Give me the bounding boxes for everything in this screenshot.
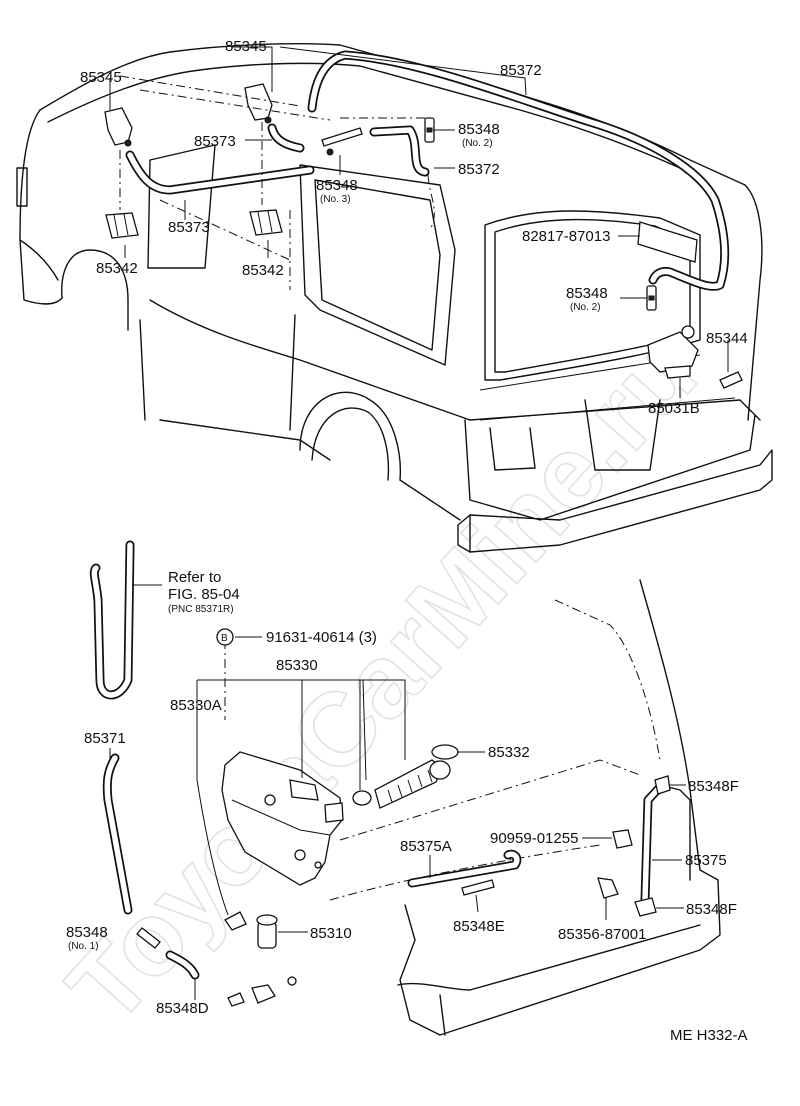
nozzle-left xyxy=(104,107,133,147)
label-85348d: 85348D xyxy=(156,1000,209,1017)
label-91631-40614: 91631-40614 (3) xyxy=(266,629,377,646)
label-85356-87001: 85356-87001 xyxy=(558,926,646,943)
callouts-top: 85345 85345 85372 85373 85348 (No. 2) 85… xyxy=(80,38,748,417)
nozzle-right xyxy=(244,83,273,124)
label-85342-left: 85342 xyxy=(96,260,138,277)
washer-hose-front xyxy=(125,123,430,195)
washer-hose-roof xyxy=(307,50,730,291)
label-85330a: 85330A xyxy=(170,697,222,714)
tank-cap xyxy=(431,744,485,760)
label-85372-top: 85372 xyxy=(500,62,542,79)
callouts-bottom: Refer to FIG. 85-04 (PNC 85371R) 91631-4… xyxy=(66,569,748,1044)
label-85348f-upper: 85348F xyxy=(688,778,739,795)
label-85348-no1: 85348 xyxy=(66,924,108,941)
label-85332: 85332 xyxy=(488,744,530,761)
label-85348-no2-rear: 85348 xyxy=(566,285,608,302)
filler-neck xyxy=(352,759,451,809)
bolt-mark: B xyxy=(221,633,228,644)
washer-pump xyxy=(256,914,308,949)
label-82817-87013: 82817-87013 xyxy=(522,228,610,245)
joint-no2-top xyxy=(424,117,435,143)
label-85344: 85344 xyxy=(706,330,748,347)
small-parts xyxy=(224,911,297,1007)
grommet xyxy=(719,371,743,389)
van-body-upper xyxy=(16,42,773,553)
leaders-bottom xyxy=(196,679,612,916)
label-85348f-lower: 85348F xyxy=(686,901,737,918)
reference-hose xyxy=(89,540,162,700)
joint-no2-rear xyxy=(646,285,657,311)
label-85372-mid: 85372 xyxy=(458,161,500,178)
van-body-lower xyxy=(224,579,721,1036)
label-85330: 85330 xyxy=(276,657,318,674)
label-85371: 85371 xyxy=(84,730,126,747)
hose-85375 xyxy=(634,775,686,917)
label-85348-no2-rear-sub: (No. 2) xyxy=(570,302,601,313)
label-85373-low: 85373 xyxy=(168,219,210,236)
hose-85371 xyxy=(102,748,133,915)
label-90959-01255: 90959-01255 xyxy=(490,830,578,847)
washer-tank xyxy=(221,751,344,886)
label-85348-no1-sub: (No. 1) xyxy=(68,941,99,952)
label-85345-top: 85345 xyxy=(225,38,267,55)
joint-no1 xyxy=(136,927,161,949)
figure-code: ME H332-A xyxy=(670,1027,748,1044)
clip-right xyxy=(249,209,283,236)
label-85031b: 85031B xyxy=(648,400,700,417)
clip-left xyxy=(105,212,139,239)
caution-plate xyxy=(637,221,698,263)
hose-85348d xyxy=(165,950,200,1000)
label-85345-left: 85345 xyxy=(80,69,122,86)
label-85348-no3-sub: (No. 3) xyxy=(320,194,351,205)
label-85375a: 85375A xyxy=(400,838,452,855)
grommet-85356 xyxy=(597,877,619,920)
bolt-b: B xyxy=(216,628,262,646)
label-85373-top: 85373 xyxy=(194,133,236,150)
label-85348-no2-top-sub: (No. 2) xyxy=(462,138,493,149)
refer-to-line2: FIG. 85-04 xyxy=(168,586,240,603)
joint-no3 xyxy=(321,127,363,156)
leaders-top xyxy=(109,46,729,398)
label-85348e: 85348E xyxy=(453,918,505,935)
label-85342-right: 85342 xyxy=(242,262,284,279)
label-85348-no2-top: 85348 xyxy=(458,121,500,138)
refer-to-line1: Refer to xyxy=(168,569,221,586)
label-85348-no3: 85348 xyxy=(316,177,358,194)
label-85375: 85375 xyxy=(685,852,727,869)
hose-85375a xyxy=(407,849,522,913)
rear-nozzle xyxy=(647,325,699,379)
label-85310: 85310 xyxy=(310,925,352,942)
clip-90959 xyxy=(612,829,633,849)
refer-to-line3: (PNC 85371R) xyxy=(168,604,234,615)
